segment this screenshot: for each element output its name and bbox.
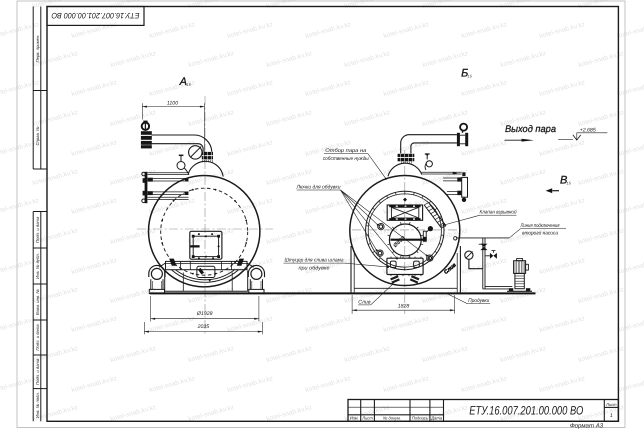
svg-text:ЕТУ.16.007.201.00.000 ВО: ЕТУ.16.007.201.00.000 ВО: [52, 11, 140, 20]
svg-text:ЕТУ.16.007.201.00.000 ВО: ЕТУ.16.007.201.00.000 ВО: [469, 404, 583, 418]
svg-text:1100: 1100: [167, 100, 178, 106]
svg-text:Подп. и дата: Подп. и дата: [35, 324, 40, 351]
svg-text:1: 1: [610, 413, 613, 419]
svg-text:Подпись: Подпись: [412, 416, 428, 421]
svg-text:Лючки для обдувки: Лючки для обдувки: [296, 184, 341, 190]
svg-text:Инв. № дубл.: Инв. № дубл.: [35, 253, 40, 279]
svg-text:Выход пара: Выход пара: [505, 124, 556, 135]
svg-text:А: А: [179, 76, 187, 88]
svg-text:Взам. инв. №: Взам. инв. №: [35, 289, 40, 315]
svg-text:В: В: [560, 175, 567, 187]
svg-text:№ докум.: № докум.: [383, 416, 401, 421]
svg-text:Инв. № подл.: Инв. № подл.: [35, 392, 40, 418]
svg-text:Перв. примен.: Перв. примен.: [35, 35, 40, 63]
svg-text:2035: 2035: [197, 324, 210, 330]
svg-text:15: 15: [566, 182, 571, 186]
svg-text:Лист: Лист: [361, 416, 373, 421]
svg-text:Продувки: Продувки: [468, 298, 489, 304]
svg-text:Слив: Слив: [358, 299, 371, 305]
svg-text:Формат А3: Формат А3: [570, 423, 604, 430]
svg-text:15: 15: [467, 74, 472, 78]
svg-text:Штуцер для слива шлама: Штуцер для слива шлама: [285, 258, 344, 264]
svg-text:Отбор пара на: Отбор пара на: [325, 148, 366, 154]
svg-text:Подп. и дата: Подп. и дата: [35, 358, 40, 385]
svg-text:собственные нужды: собственные нужды: [323, 156, 369, 162]
svg-text:Линия подключения: Линия подключения: [520, 223, 560, 229]
svg-text:15: 15: [186, 83, 191, 87]
svg-text:Б: Б: [461, 67, 468, 79]
svg-text:1828: 1828: [398, 304, 410, 310]
svg-text:+2.685: +2.685: [580, 127, 596, 133]
svg-text:второго насоса: второго насоса: [522, 231, 558, 237]
svg-text:Подп. и дата: Подп. и дата: [35, 216, 40, 243]
svg-text:Лист: Лист: [605, 402, 617, 407]
svg-text:Справ. №: Справ. №: [35, 126, 40, 145]
svg-text:Дата: Дата: [430, 416, 443, 421]
svg-text:Ø1928: Ø1928: [196, 311, 213, 317]
svg-text:Клапан взрывной: Клапан взрывной: [480, 210, 517, 216]
svg-text:Изм.: Изм.: [350, 416, 359, 421]
svg-text:при обдувке: при обдувке: [299, 266, 330, 272]
